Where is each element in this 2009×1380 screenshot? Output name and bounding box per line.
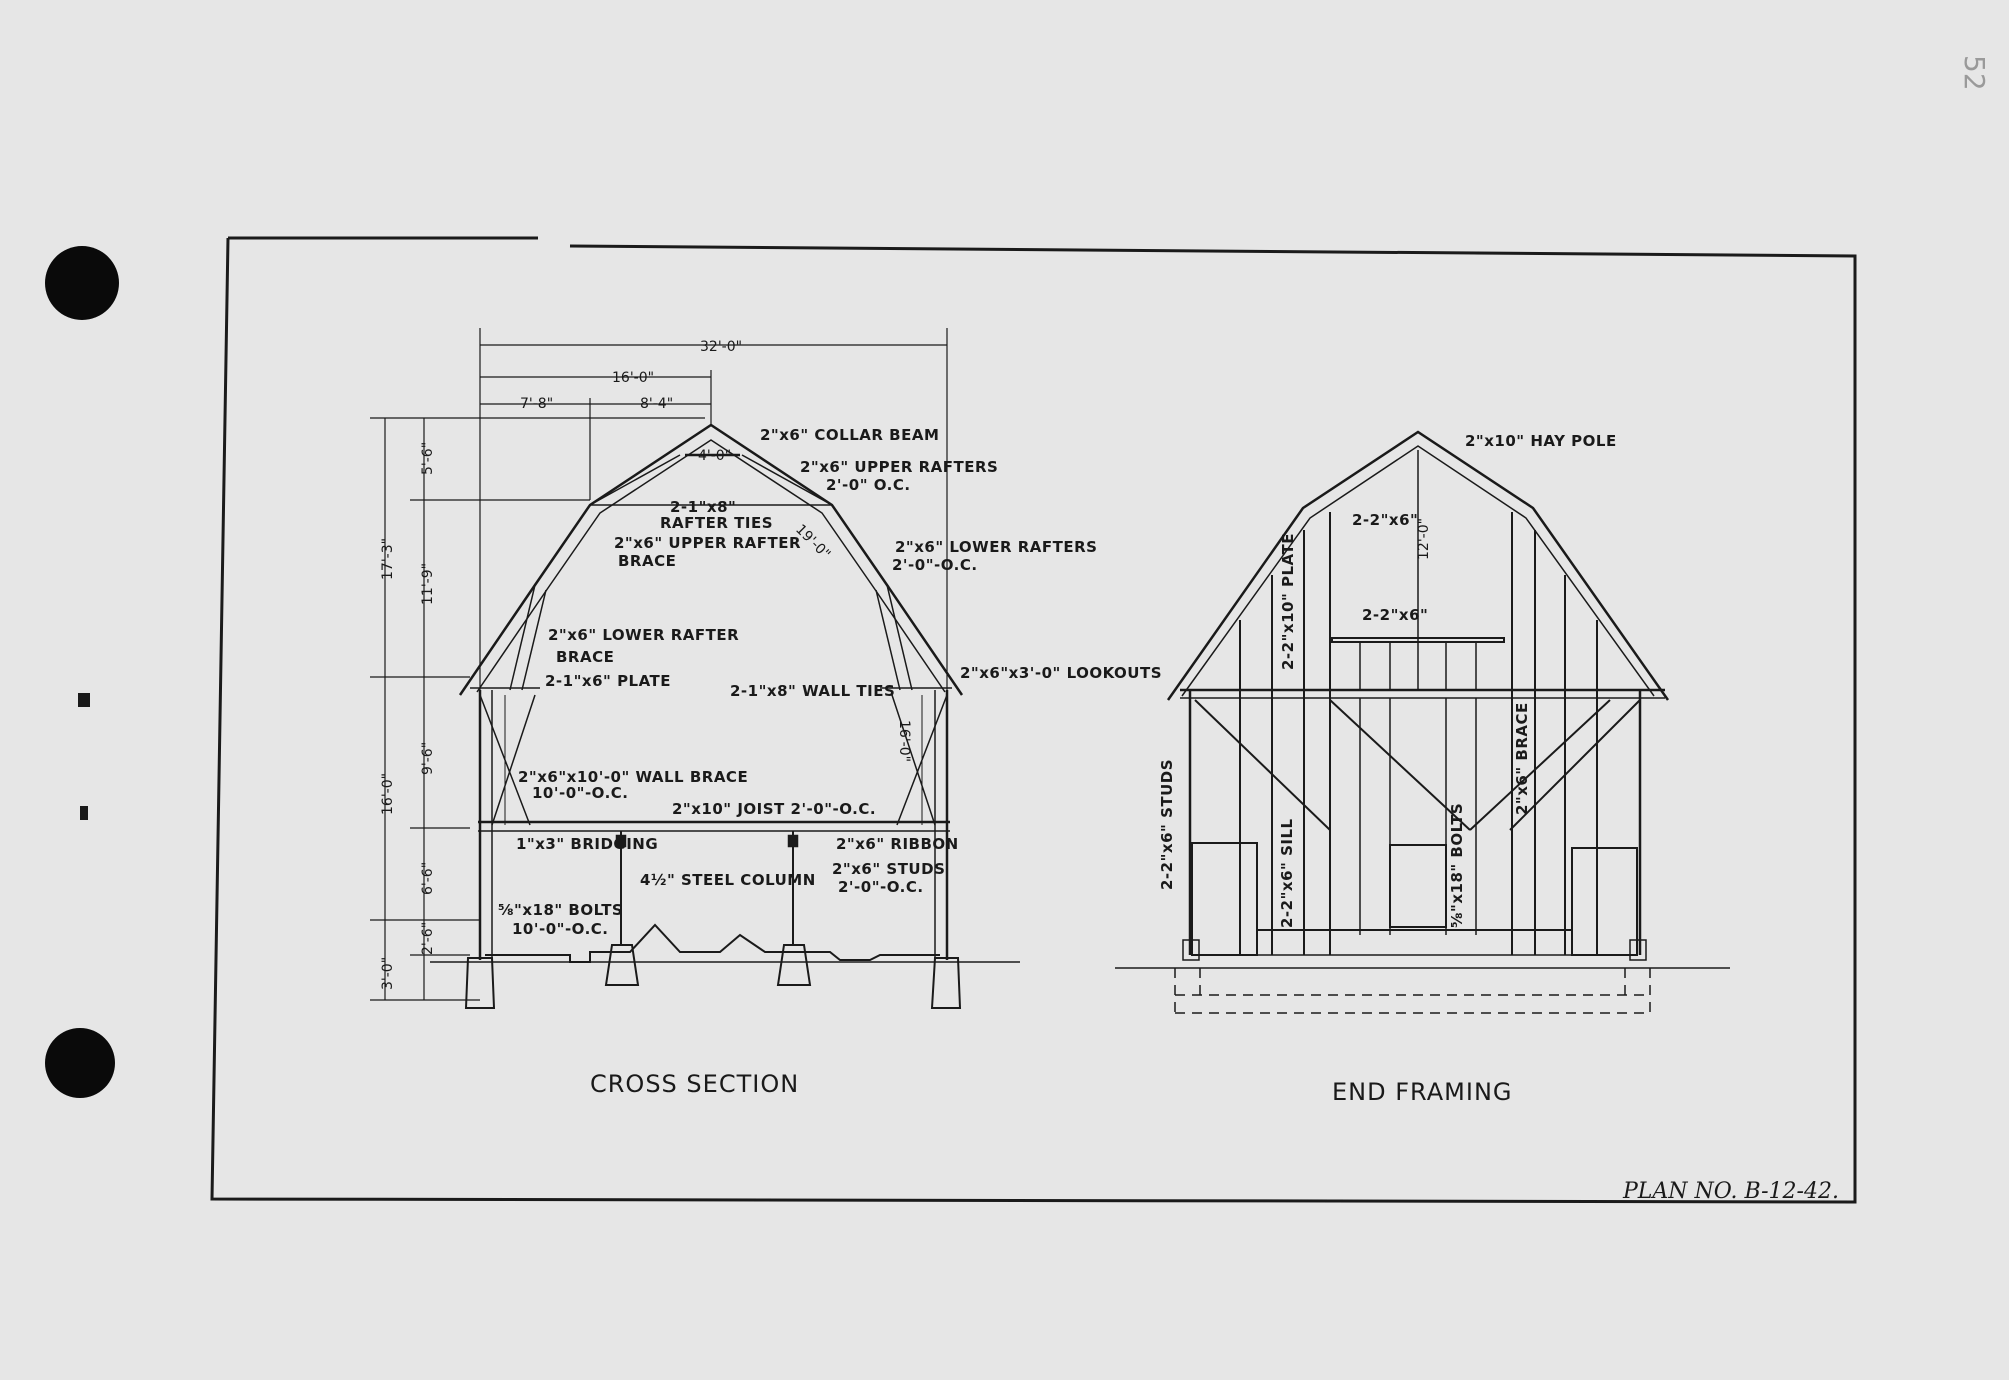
binder-hole-top xyxy=(45,246,119,320)
label-bolts: ⅝"x18" BOLTS xyxy=(498,901,623,919)
title-cross-section: CROSS SECTION xyxy=(590,1070,799,1098)
margin-mark: 52 xyxy=(1958,55,1991,91)
label-upper-rafter-brace-2: BRACE xyxy=(618,552,676,570)
dim-half-width: 16'-0" xyxy=(612,370,654,386)
label-lookouts: 2"x6"x3'-0" LOOKOUTS xyxy=(960,664,1162,682)
edge-mark xyxy=(78,693,90,707)
dim-2-6: 2'-6" xyxy=(420,922,436,955)
dim-6-6: 6'-6" xyxy=(420,862,436,895)
dim-12-0: 12'-0" xyxy=(1416,518,1432,560)
edge-mark xyxy=(80,806,88,820)
label-upper-rafter-brace: 2"x6" UPPER RAFTER xyxy=(614,534,801,552)
label-rafter-ties: RAFTER TIES xyxy=(660,514,773,532)
label-bolts-vertical: ⅝"x18" BOLTS xyxy=(1448,803,1466,928)
dim-16-0: 16'-0" xyxy=(380,773,396,815)
label-lower-rafters: 2"x6" LOWER RAFTERS xyxy=(895,538,1097,556)
label-upper-rafters: 2"x6" UPPER RAFTERS xyxy=(800,458,998,476)
plan-number: PLAN NO. B-12-42. xyxy=(1622,1179,1839,1204)
end-framing-drawing xyxy=(1115,430,1730,1014)
dim-17-3: 17'-3" xyxy=(380,538,396,580)
dim-8-4: 8'-4" xyxy=(640,396,673,412)
drawing-border xyxy=(210,236,1857,1204)
title-end-framing: END FRAMING xyxy=(1332,1078,1513,1106)
dim-5-6: 5'-6" xyxy=(420,442,436,475)
dim-4-0: 4'-0" xyxy=(698,448,731,464)
label-2x6-top: 2-2"x6" xyxy=(1352,511,1418,529)
label-steel-column: 4½" STEEL COLUMN xyxy=(640,871,816,889)
binder-holes xyxy=(45,246,119,1098)
label-bolts-oc: 10'-0"-O.C. xyxy=(512,920,609,938)
dim-overall-width: 32'-0" xyxy=(700,339,742,355)
label-collar-beam: 2"x6" COLLAR BEAM xyxy=(760,426,939,444)
label-2x6-mid: 2-2"x6" xyxy=(1362,606,1428,624)
label-plate-vertical: 2-2"x10" PLATE xyxy=(1279,533,1297,670)
label-studs-oc: 2'-0"-O.C. xyxy=(838,878,924,896)
label-brace-vertical: 2"x6" BRACE xyxy=(1513,702,1531,815)
dim-11-9: 11'-9" xyxy=(420,563,436,605)
label-upper-rafters-oc: 2'-0" O.C. xyxy=(826,476,911,494)
label-wall-ties: 2-1"x8" WALL TIES xyxy=(730,682,895,700)
label-lower-rafter-brace: 2"x6" LOWER RAFTER xyxy=(548,626,739,644)
label-studs: 2"x6" STUDS xyxy=(832,860,945,878)
label-studs-vertical: 2-2"x6" STUDS xyxy=(1158,759,1176,890)
dim-3-0: 3'-0" xyxy=(380,957,396,990)
cross-section-labels: 32'-0" 16'-0" 7'-8" 8'-4" 4'-0" 17'-3" 5… xyxy=(380,339,1162,990)
binder-hole-bottom xyxy=(45,1028,115,1098)
cross-section-drawing xyxy=(370,328,1020,1009)
label-joist: 2"x10" JOIST 2'-0"-O.C. xyxy=(672,800,876,818)
label-sill-vertical: 2-2"x6" SILL xyxy=(1278,818,1296,928)
label-rafter-ties-size: 2-1"x8" xyxy=(670,498,736,516)
label-lower-rafters-oc: 2'-0"-O.C. xyxy=(892,556,978,574)
label-hay-pole: 2"x10" HAY POLE xyxy=(1465,432,1617,450)
dim-7-8: 7'-8" xyxy=(520,396,553,412)
dim-wall-16-0: 16'-0" xyxy=(896,720,912,762)
label-wall-brace: 2"x6"x10'-0" WALL BRACE xyxy=(518,768,748,786)
label-lower-rafter-brace-2: BRACE xyxy=(556,648,614,666)
end-framing-labels: 2"x10" HAY POLE 2-2"x6" 2-2"x6" 12'-0" 2… xyxy=(1158,432,1617,928)
label-wall-brace-oc: 10'-0"-O.C. xyxy=(532,784,629,802)
label-ribbon: 2"x6" RIBBON xyxy=(836,835,959,853)
label-plate: 2-1"x6" PLATE xyxy=(545,672,671,690)
label-bridging: 1"x3" BRIDGING xyxy=(516,835,658,853)
dim-9-6: 9'-6" xyxy=(420,742,436,775)
